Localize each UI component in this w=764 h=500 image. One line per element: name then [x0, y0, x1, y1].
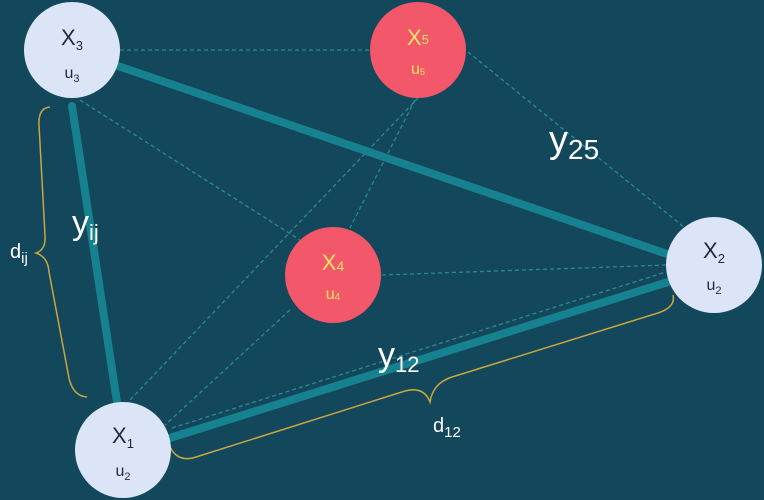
- brace-dij: [33, 106, 88, 398]
- thick-edges: [68, 62, 674, 442]
- edge-label-y12-group: y12: [378, 336, 419, 377]
- edge-label-y12-base: y: [378, 336, 395, 374]
- svg-text:X2: X2: [703, 238, 725, 266]
- distance-braces: [33, 106, 675, 460]
- svg-text:X5: X5: [407, 25, 429, 50]
- svg-text:u4: u4: [326, 286, 341, 303]
- distance-label-d12-group: d12: [433, 415, 461, 441]
- node-x5-circle: [370, 2, 466, 98]
- node-x4-u: u: [326, 286, 335, 303]
- node-x1: X1 u2: [75, 402, 171, 498]
- svg-text:u2: u2: [706, 277, 721, 297]
- edge-x1-x2-dashed: [171, 271, 667, 429]
- edge-x5-x1: [129, 97, 419, 401]
- edge-x5-x4: [349, 99, 416, 229]
- edge-label-yij-group: yij: [72, 204, 99, 245]
- distance-label-dij-group: dij: [10, 241, 28, 267]
- svg-text:u2: u2: [115, 463, 130, 483]
- edge-x4-x1: [164, 309, 291, 426]
- edge-label-y25-sub: 25: [568, 134, 599, 165]
- distance-label-d12-sub: 12: [444, 424, 461, 441]
- node-x2-sub: 2: [718, 251, 725, 266]
- distance-label-dij-base: d: [10, 241, 21, 263]
- svg-text:X1: X1: [112, 423, 134, 451]
- node-x2-usub: 2: [715, 285, 721, 297]
- node-x5-var: X: [407, 25, 422, 50]
- node-x3-u: u: [64, 65, 73, 82]
- node-x3: X3 u3: [24, 2, 120, 98]
- node-x3-circle: [24, 2, 120, 98]
- node-x2: X2 u2: [666, 217, 762, 313]
- edge-x3-x2: [114, 62, 674, 259]
- brace-d12: [169, 294, 675, 460]
- edge-x4-x2: [381, 264, 667, 276]
- edge-x3-x4: [79, 99, 301, 241]
- node-x1-u: u: [115, 463, 124, 480]
- edge-label-yij-base: y: [72, 204, 89, 242]
- svg-text:u3: u3: [64, 65, 79, 85]
- node-x2-var: X: [703, 238, 718, 263]
- node-x5-sub: 5: [422, 32, 429, 47]
- node-x4-circle: [285, 227, 381, 323]
- edge-x5-x2: [467, 51, 691, 233]
- node-x5: X5 u5: [370, 2, 466, 98]
- node-x4-sub: 4: [336, 258, 344, 274]
- node-x1-circle: [75, 402, 171, 498]
- edge-x1-x2: [166, 278, 672, 442]
- edge-label-y25-group: y25: [549, 119, 599, 165]
- node-x3-sub: 3: [76, 38, 83, 53]
- node-x4-var: X: [322, 250, 337, 275]
- node-x2-circle: [666, 217, 762, 313]
- edge-label-yij-sub: ij: [89, 220, 99, 245]
- svg-text:u5: u5: [411, 61, 425, 78]
- distance-label-d12-base: d: [433, 415, 444, 437]
- node-x3-var: X: [61, 25, 76, 50]
- node-x2-u: u: [706, 277, 715, 294]
- node-x5-u: u: [411, 61, 420, 78]
- svg-text:X4: X4: [322, 250, 345, 275]
- svg-text:X3: X3: [61, 25, 83, 53]
- node-x4-usub: 4: [335, 292, 341, 303]
- node-x1-var: X: [112, 423, 127, 448]
- edge-label-y25-base: y: [549, 119, 568, 161]
- dashed-edges: [79, 49, 691, 429]
- distance-label-dij-sub: ij: [21, 250, 28, 267]
- node-x3-usub: 3: [73, 73, 79, 85]
- edge-x3-x1: [68, 102, 121, 406]
- node-x4: X4 u4: [285, 227, 381, 323]
- node-x1-usub: 2: [124, 471, 130, 483]
- node-x1-sub: 1: [127, 436, 134, 451]
- node-x5-usub: 5: [420, 67, 425, 77]
- edge-label-y12-sub: 12: [395, 352, 419, 377]
